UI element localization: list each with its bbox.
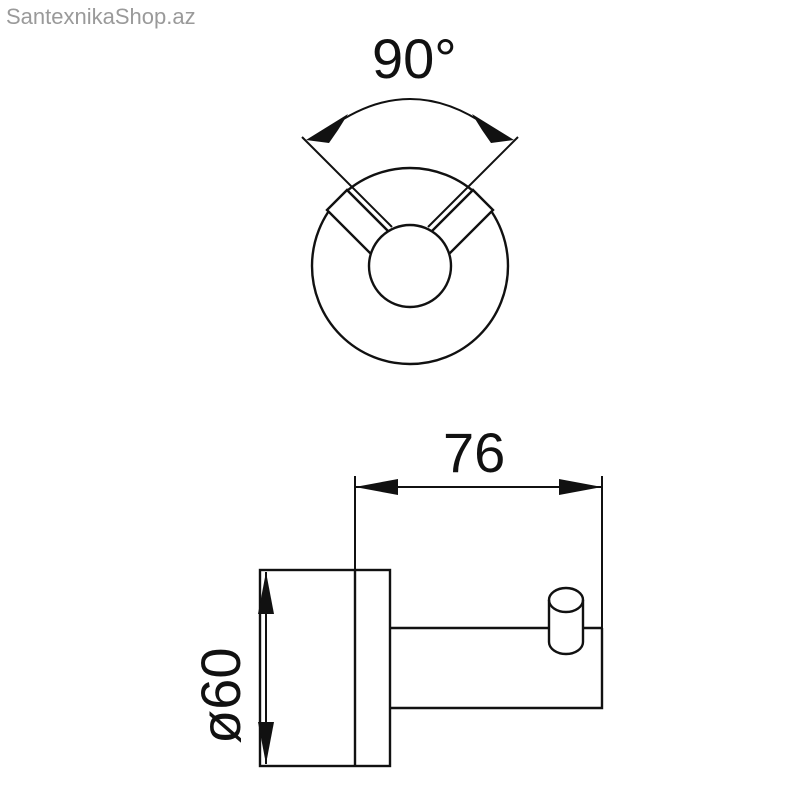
- angle-arrow-right: [472, 114, 514, 143]
- side-view: 76 ø60: [189, 421, 604, 768]
- length-dimension-label: 76: [443, 421, 505, 484]
- arm-bottom-edge: [390, 628, 604, 710]
- hook-knob-top-ellipse: [547, 599, 585, 614]
- top-view: 90°: [301, 27, 519, 366]
- base-plate-profile: [258, 568, 392, 768]
- hook-knob: [547, 586, 585, 656]
- diameter-dimension-label: ø60: [189, 648, 252, 745]
- length-arrow-right: [559, 479, 602, 495]
- angle-dimension-label: 90°: [372, 27, 457, 90]
- diameter-arrow-top: [258, 572, 274, 614]
- base-plate-circle: [310, 166, 510, 366]
- length-arrow-left: [355, 479, 398, 495]
- center-hub-circle: [367, 223, 453, 309]
- angle-extension-right: [427, 136, 519, 228]
- angle-extension-left: [301, 136, 393, 228]
- diameter-arrow-bottom: [258, 722, 274, 764]
- angle-arc: [329, 98, 491, 129]
- watermark-text: SantexnikaShop.az: [6, 4, 196, 29]
- angle-arrow-left: [306, 114, 348, 143]
